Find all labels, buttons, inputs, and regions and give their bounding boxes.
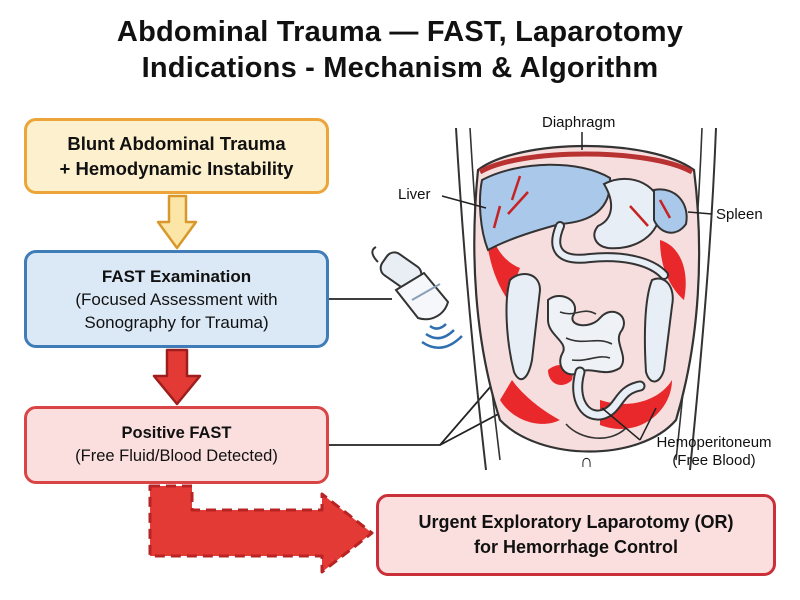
hemoperitoneum-name: Hemoperitoneum [656,434,772,451]
diaphragm-label: Diaphragm [542,114,616,131]
navel-mark: ∩ [580,451,593,471]
laparotomy-line-2: for Hemorrhage Control [473,537,678,557]
arrow-blunt-to-fast [156,194,198,250]
liver-label: Liver [398,186,431,203]
positive-fast-box: Positive FAST (Free Fluid/Blood Detected… [24,406,329,484]
fast-exam-box: FAST Examination (Focused Assessment wit… [24,250,329,348]
abdomen-illustration [455,127,717,471]
laparotomy-line-1: Urgent Exploratory Laparotomy (OR) [418,512,734,532]
fast-heading: FAST Examination [101,266,252,286]
label-leaders [441,132,713,441]
spleen-label: Spleen [716,206,763,223]
free-blood-note: (Free Blood) [672,452,756,469]
diagram-title: Abdominal Trauma — FAST, Laparotomy Indi… [0,14,800,86]
blunt-trauma-box: Blunt Abdominal Trauma + Hemodynamic Ins… [24,118,329,194]
blunt-line-2: + Hemodynamic Instability [59,158,294,179]
title-line-1: Abdominal Trauma — FAST, Laparotomy [116,16,684,48]
title-line-2: Indications - Mechanism & Algorithm [141,52,659,84]
laparotomy-box: Urgent Exploratory Laparotomy (OR) for H… [376,494,776,576]
blunt-line-1: Blunt Abdominal Trauma [67,133,286,154]
positive-line-1: (Free Fluid/Blood Detected) [75,447,278,465]
ultrasound-probe-icon [371,246,463,349]
arrow-fast-to-positive [152,348,202,406]
hemoperitoneum-label: Hemoperitoneum (Free Blood) [634,434,794,470]
fast-line-2: Sonography for Trauma) [84,312,269,332]
fast-line-1: (Focused Assessment with [75,289,278,309]
positive-heading: Positive FAST [121,424,232,442]
arrow-positive-to-laparotomy [148,484,374,574]
